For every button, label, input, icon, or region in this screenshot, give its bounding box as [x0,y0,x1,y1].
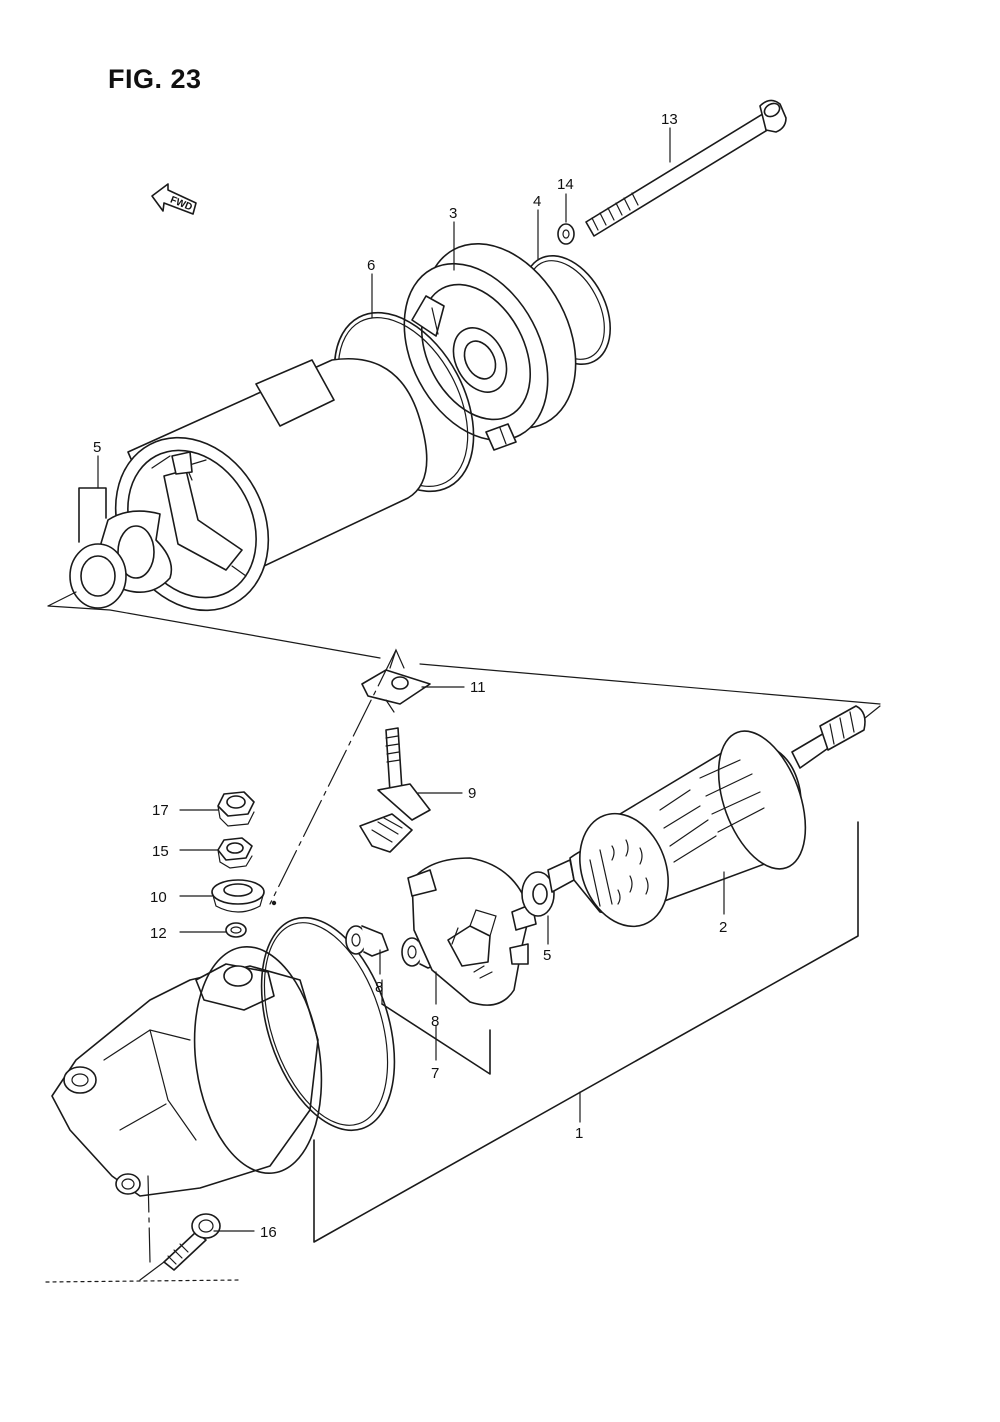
callout-10: 10 [150,889,167,906]
part-armature-2 [547,705,866,928]
callout-13: 13 [661,111,678,128]
fwd-label: FWD [168,195,193,214]
reference-dot [271,900,277,906]
callout-11: 11 [470,679,486,696]
callout-2: 2 [719,919,727,936]
callout-5-upper: 5 [93,439,101,456]
part-bolt-16 [163,1213,221,1271]
fwd-badge: FWD [151,183,197,215]
callout-6: 6 [367,257,375,274]
callout-16: 16 [260,1224,277,1241]
callout-1: 1 [575,1125,583,1142]
callout-labels: 13 14 3 4 6 5 11 9 17 15 10 12 2 5 8 8 7… [93,111,727,1241]
part-brush-clip-8-a [345,925,389,957]
callout-8-right: 8 [431,1013,439,1030]
part-washer-14 [557,223,575,245]
part-washer-5-lower [521,871,555,917]
callout-17: 17 [152,802,169,819]
callout-15: 15 [152,843,169,860]
callout-7: 7 [431,1065,439,1082]
callout-14: 14 [557,176,574,193]
callout-8-left: 8 [375,979,383,996]
part-washers-5-upper [69,487,173,609]
callout-12: 12 [150,925,167,942]
bracket-brush-set-7 [381,971,491,1075]
part-oring-12 [225,922,247,938]
leader-lines [97,127,725,1232]
callout-4: 4 [533,193,541,210]
arrow-left-icon [151,183,197,215]
part-end-cover-3 [403,242,577,451]
part-brush-plate-7 [407,857,537,1006]
callout-3: 3 [449,205,457,222]
figure-title: FIG. 23 [108,64,202,94]
part-yoke-housing [114,358,428,612]
part-nut-15 [217,837,253,869]
reference-lines [45,649,397,1283]
bracket-assembly-1 [313,821,859,1243]
callout-9: 9 [468,785,476,802]
part-bolt-9 [359,727,431,853]
callout-5-lower: 5 [543,947,551,964]
part-lug-11 [361,648,431,713]
upper-boundary [47,591,881,731]
part-bushing-10 [211,879,265,913]
part-bolt-13 [585,99,787,237]
part-front-housing [51,945,323,1197]
part-nut-17 [217,791,255,827]
